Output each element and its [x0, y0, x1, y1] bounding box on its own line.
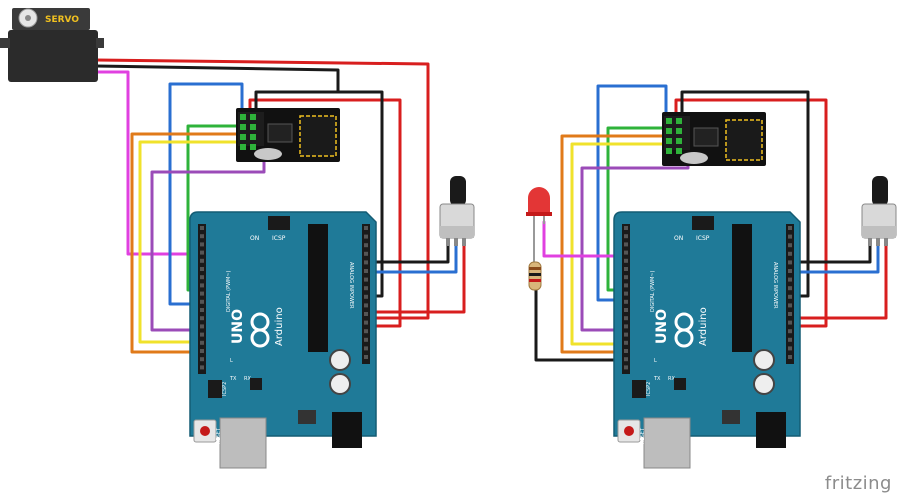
- right-digital-label: DIGITAL (PWM~): [650, 270, 656, 312]
- left-reset-label: RESET: [216, 427, 222, 444]
- left-pot-red-wire: [374, 242, 466, 314]
- resistor: [528, 261, 542, 291]
- left-icsp-header: [268, 216, 290, 230]
- right-led-black-wire: [534, 288, 626, 362]
- left-power-analog-header: [362, 224, 370, 364]
- right-pot-blue-wire: [798, 242, 880, 274]
- right-reset-button-cap: [624, 426, 634, 436]
- infinity-logo-icon: [674, 312, 694, 348]
- right-capacitor-1: [753, 349, 775, 371]
- right-nrf-orange-wire: [560, 134, 668, 354]
- right-digital-header: [622, 224, 630, 374]
- right-pot-black-wire: [798, 242, 872, 264]
- left-servo-magenta-wire: [94, 70, 202, 256]
- right-nrf-yellow-wire: [570, 142, 668, 346]
- left-icsp2-header: [208, 380, 222, 398]
- right-nrf-black-wire: [680, 90, 810, 298]
- left-potentiometer: [439, 176, 475, 246]
- left-on-label: ON: [250, 235, 259, 242]
- left-servo-black-wire: [94, 64, 340, 94]
- left-digital-header: [198, 224, 206, 374]
- left-nrf-black-wire: [254, 90, 384, 298]
- right-nrf-blue-wire: [596, 84, 668, 302]
- left-arduino-logo: UNO Arduino: [230, 307, 285, 348]
- left-digital-label: DIGITAL (PWM~): [226, 270, 232, 312]
- right-rx-label: RX: [668, 376, 675, 382]
- right-usb-port: [643, 417, 691, 469]
- left-rx-label: RX: [244, 376, 251, 382]
- right-icsp2-header: [632, 380, 646, 398]
- right-on-label: ON: [674, 235, 683, 242]
- right-icsp-label: ICSP: [696, 235, 710, 242]
- left-l-label: L: [230, 358, 233, 364]
- right-icsp2-label: ICSP2: [646, 382, 652, 396]
- left-tx-label: TX: [229, 376, 237, 382]
- right-power-jack: [756, 412, 786, 448]
- arduino-brand-label: Arduino: [274, 307, 285, 346]
- right-pot-red-wire: [798, 242, 888, 320]
- right-analog-label: ANALOG IN: [772, 262, 778, 290]
- right-power-analog-header: [786, 224, 794, 364]
- right-voltage-regulator: [722, 410, 740, 424]
- right-arduino-logo: UNO Arduino: [654, 307, 709, 348]
- servo-label: SERVO: [45, 15, 79, 25]
- left-reset-button-cap: [200, 426, 210, 436]
- left-nrf-orange-wire: [130, 132, 244, 354]
- uno-label: UNO: [654, 309, 670, 344]
- left-icsp-label: ICSP: [272, 235, 286, 242]
- right-led-magenta-wire: [542, 220, 626, 258]
- right-small-chip: [674, 378, 686, 390]
- left-capacitor-1: [329, 349, 351, 371]
- red-led: [526, 187, 552, 262]
- left-wires: [94, 58, 466, 354]
- right-atmega-chip: [732, 224, 752, 352]
- left-servo-red-wire: [94, 58, 430, 320]
- right-reset-label: RESET: [640, 427, 646, 444]
- right-arduino-uno-board: ICSP ON UNO Arduino DIGITAL (PWM~) ANALOG INP…: [613, 211, 801, 469]
- right-icsp-header: [692, 216, 714, 230]
- left-nrf-red-wire: [248, 98, 402, 328]
- left-nrf24-module: [236, 108, 340, 162]
- right-power-label: POWER: [772, 290, 778, 309]
- right-capacitor-2: [753, 373, 775, 395]
- servo-motor: SERVO: [0, 8, 104, 82]
- left-voltage-regulator: [298, 410, 316, 424]
- left-arduino-uno-board: ICSP ON UNO Arduino DIGITAL (PWM~) ANALOG INP…: [189, 211, 377, 469]
- right-potentiometer: [861, 176, 897, 246]
- right-nrf24-module: [662, 112, 766, 166]
- left-small-chip: [250, 378, 262, 390]
- left-board-body: [189, 211, 377, 437]
- left-power-label: POWER: [348, 290, 354, 309]
- uno-label: UNO: [230, 309, 246, 344]
- left-power-jack: [332, 412, 362, 448]
- arduino-brand-label: Arduino: [698, 307, 709, 346]
- left-pot-blue-wire: [374, 242, 458, 274]
- fritzing-watermark: fritzing: [824, 473, 892, 494]
- infinity-logo-icon: [250, 312, 270, 348]
- right-board-body: [613, 211, 801, 437]
- left-analog-label: ANALOG IN: [348, 262, 354, 290]
- left-icsp2-label: ICSP2: [222, 382, 228, 396]
- left-atmega-chip: [308, 224, 328, 352]
- left-nrf-blue-wire: [168, 82, 244, 306]
- left-nrf-yellow-wire: [138, 140, 244, 344]
- left-pot-black-wire: [374, 242, 450, 264]
- left-usb-port: [219, 417, 267, 469]
- right-tx-label: TX: [653, 376, 661, 382]
- right-l-label: L: [654, 358, 657, 364]
- left-capacitor-2: [329, 373, 351, 395]
- right-nrf-red-wire: [674, 98, 828, 328]
- right-wires: [534, 84, 888, 362]
